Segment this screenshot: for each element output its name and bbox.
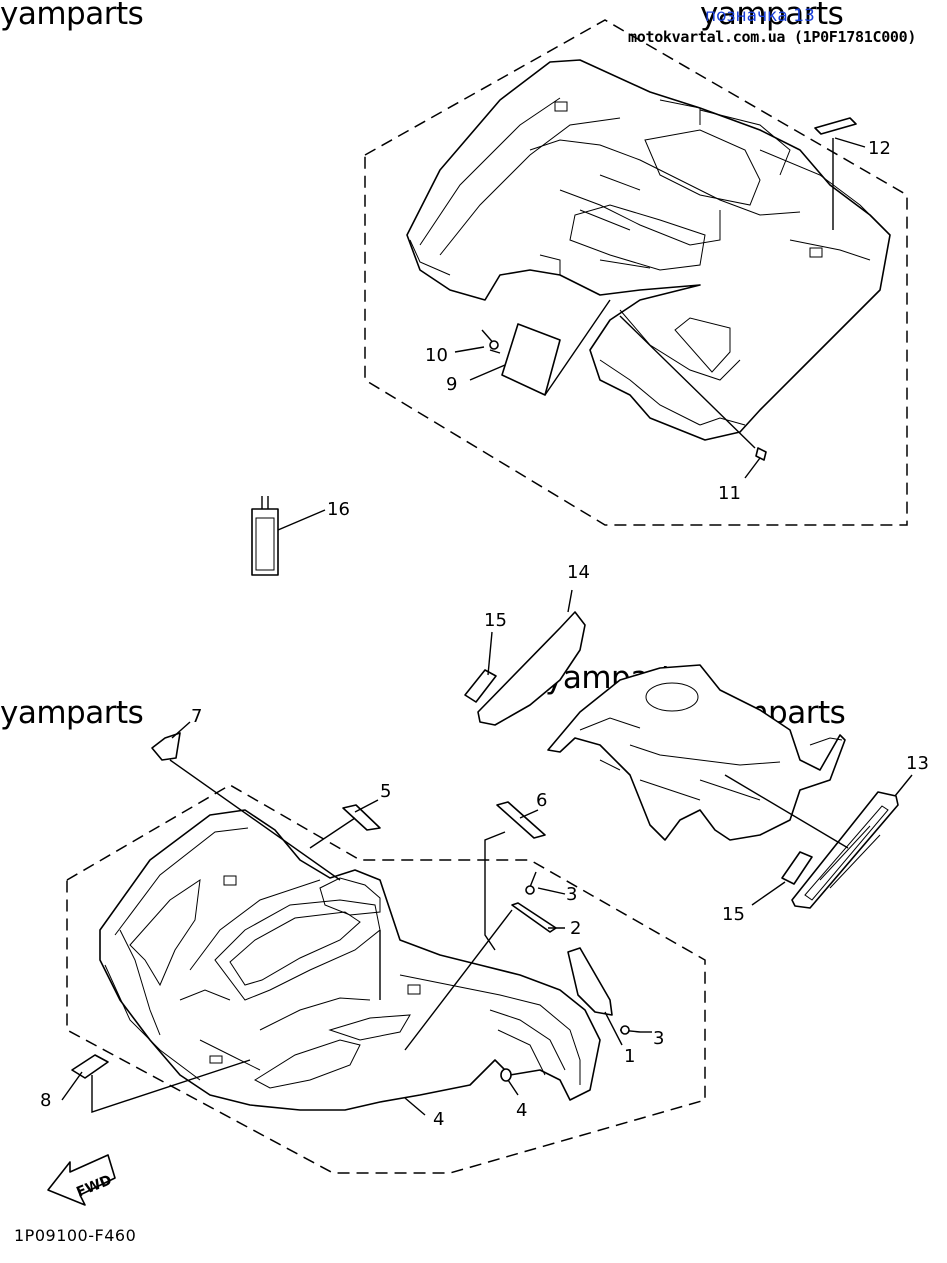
callout-14[interactable]: 14	[567, 562, 590, 583]
part-3-screw-upper[interactable]	[525, 871, 537, 895]
leader-4a	[404, 1097, 426, 1116]
leader-13	[894, 774, 913, 797]
part-4-grommet-upper[interactable]	[500, 1068, 512, 1082]
rear-fender[interactable]	[406, 59, 891, 441]
callout-3-lower[interactable]: 3	[653, 1028, 664, 1049]
leader-6b	[484, 831, 506, 951]
leader-16	[277, 509, 326, 531]
leader-7b	[169, 759, 341, 881]
rear-fender-group-outline	[364, 19, 908, 526]
callout-2[interactable]: 2	[570, 918, 581, 939]
tank-cover[interactable]	[547, 664, 846, 841]
leader-8b	[91, 1059, 251, 1113]
leader-12	[834, 137, 866, 148]
part-11-clip[interactable]	[755, 447, 767, 461]
callout-4-grommet[interactable]: 4	[516, 1100, 527, 1121]
leader-5b	[309, 817, 356, 849]
part-10-screw[interactable]	[481, 329, 501, 354]
callout-11[interactable]: 11	[718, 483, 741, 504]
front-fender-group-outline	[66, 784, 706, 1174]
watermark-top-right: yamparts	[700, 0, 844, 32]
callout-1[interactable]: 1	[624, 1046, 635, 1067]
callout-8[interactable]: 8	[40, 1090, 51, 1111]
part-6-label[interactable]	[496, 801, 546, 839]
part-14-tank-cover-panel[interactable]	[477, 611, 586, 726]
leader-9	[469, 364, 506, 381]
callout-13[interactable]: 13	[906, 753, 929, 774]
leader-1	[604, 1011, 623, 1046]
callout-16[interactable]: 16	[327, 499, 350, 520]
callout-15-lower[interactable]: 15	[722, 904, 745, 925]
rear-fender-seat-lines	[579, 174, 651, 269]
part-3-screw-lower[interactable]	[619, 1025, 641, 1035]
leader-6	[519, 809, 539, 819]
leader-3a	[537, 887, 566, 895]
callout-6[interactable]: 6	[536, 790, 547, 811]
callout-9[interactable]: 9	[446, 374, 457, 395]
part-15-label-upper[interactable]	[464, 669, 497, 703]
leader-4b	[507, 1079, 519, 1096]
part-13-emblem[interactable]	[791, 791, 899, 909]
callout-3-upper[interactable]: 3	[566, 884, 577, 905]
callout-5[interactable]: 5	[380, 781, 391, 802]
leader-13b	[724, 774, 849, 849]
watermark-mid-left: yamparts	[0, 695, 144, 731]
leader-5	[354, 799, 379, 813]
part-9-cover-plate[interactable]	[501, 323, 561, 396]
part-12-label[interactable]	[814, 117, 857, 135]
leader-2b	[404, 909, 513, 1051]
front-fender[interactable]	[99, 809, 601, 1111]
leader-15b	[751, 881, 786, 906]
leader-7	[171, 721, 191, 739]
leader-14	[567, 589, 573, 613]
leader-11	[744, 457, 761, 479]
leader-8	[61, 1071, 83, 1101]
watermark-top-left: yamparts	[0, 0, 144, 32]
part-8-label[interactable]	[71, 1054, 109, 1079]
fwd-arrow-icon: FWD	[47, 1154, 116, 1206]
callout-7[interactable]: 7	[191, 706, 202, 727]
callout-15-upper[interactable]: 15	[484, 610, 507, 631]
part-16-label[interactable]	[251, 496, 279, 576]
part-1-side-panel[interactable]	[567, 947, 613, 1016]
header-title[interactable]: позначка 13	[705, 6, 815, 26]
callout-12[interactable]: 12	[868, 138, 891, 159]
leader-11b	[619, 315, 756, 449]
part-7-emblem[interactable]	[151, 732, 181, 761]
leader-10	[454, 346, 485, 353]
header-site: motokvartal.com.ua (1P0F1781C000)	[628, 28, 917, 46]
leader-15a	[487, 631, 493, 676]
part-15-label-lower[interactable]	[781, 851, 813, 885]
callout-10[interactable]: 10	[425, 345, 448, 366]
leader-9b	[544, 299, 611, 396]
part-5-label[interactable]	[342, 804, 381, 831]
diagram-code: 1P09100-F460	[14, 1226, 137, 1245]
callout-4-front[interactable]: 4	[433, 1109, 444, 1130]
